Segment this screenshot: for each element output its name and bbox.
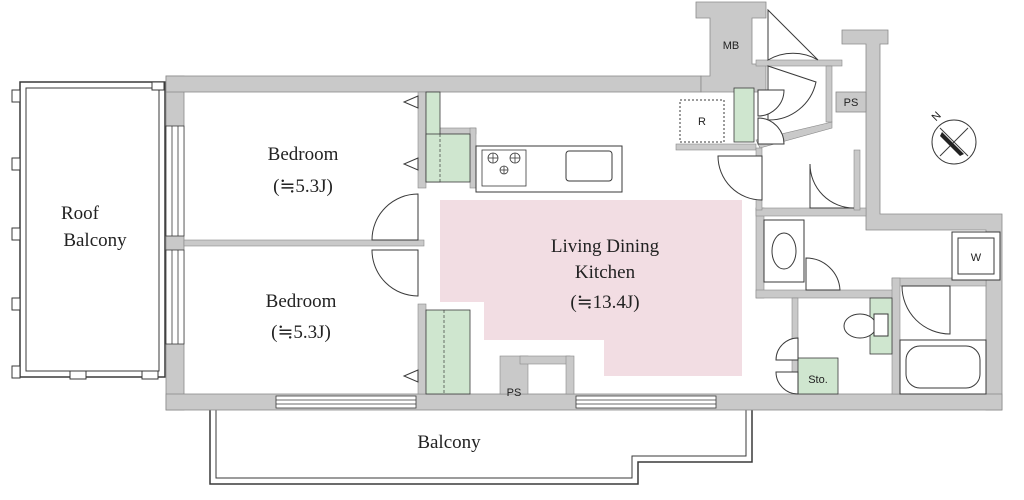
ldk-label-2: Kitchen xyxy=(575,262,636,283)
roof-balcony-label-2: Balcony xyxy=(63,230,127,251)
washer xyxy=(951,231,1001,281)
roof-balcony-label-1: Roof xyxy=(61,203,100,224)
compass-icon xyxy=(931,119,977,165)
bathtub-icon xyxy=(899,339,987,395)
balcony-area xyxy=(209,408,753,485)
ldk-floor xyxy=(440,200,742,376)
refrigerator xyxy=(679,99,725,143)
doors xyxy=(371,8,951,395)
bedroom-2-name: Bedroom xyxy=(266,291,337,312)
sink-icon xyxy=(565,150,613,182)
washer-label: W xyxy=(971,252,982,264)
bedroom-1-name: Bedroom xyxy=(268,144,339,165)
mb-label: MB xyxy=(723,40,740,52)
windows xyxy=(165,125,717,409)
balcony-label: Balcony xyxy=(417,432,481,453)
refrigerator-label: R xyxy=(698,116,706,128)
storage-label: Sto. xyxy=(808,374,828,386)
kitchen-counter xyxy=(475,145,623,193)
ldk-label-1: Living Dining xyxy=(551,236,660,257)
toilet-icon xyxy=(843,313,889,339)
closets xyxy=(425,87,893,395)
ps-top-label: PS xyxy=(844,97,859,109)
bedroom-1-area: (≒5.3J) xyxy=(273,176,333,197)
bedroom-2-area: (≒5.3J) xyxy=(271,322,331,343)
ps-bottom-label: PS xyxy=(507,387,522,399)
roof-balcony-area xyxy=(11,81,166,380)
stove-icon xyxy=(481,149,527,187)
ldk-area: (≒13.4J) xyxy=(570,292,639,313)
north-label: N xyxy=(930,110,944,124)
interior-walls xyxy=(183,59,987,395)
